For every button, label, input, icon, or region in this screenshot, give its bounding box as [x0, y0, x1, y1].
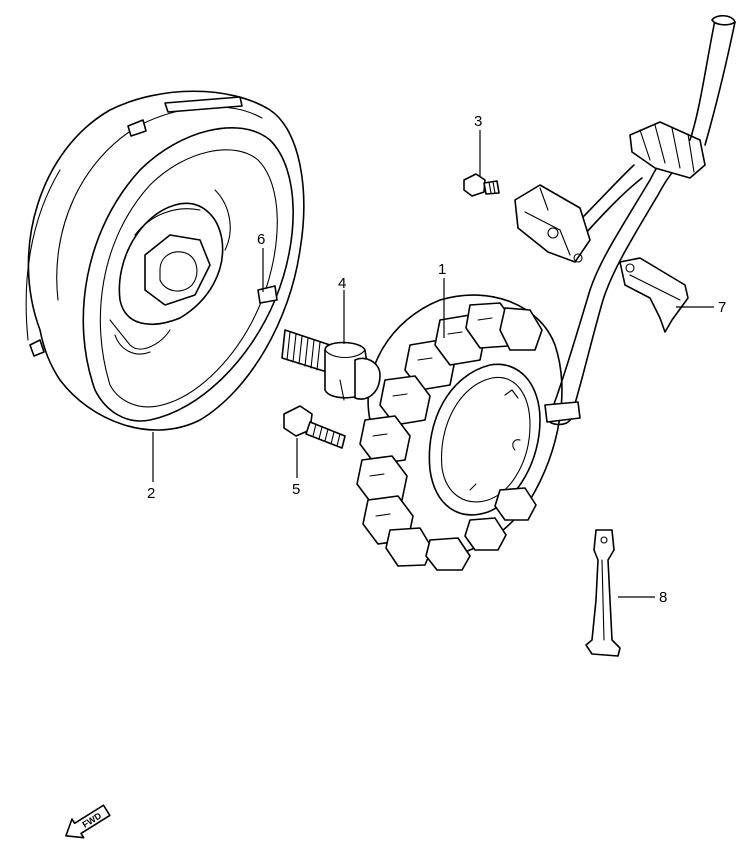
callout-3: 3 — [474, 113, 482, 130]
wire-clamp — [619, 257, 689, 333]
wire-harness — [514, 14, 736, 426]
screw — [463, 173, 500, 197]
stator-coil — [356, 294, 563, 571]
fwd-arrow-icon: FWD — [65, 804, 111, 839]
rotor-bolt — [281, 329, 381, 401]
callout-7: 7 — [718, 299, 726, 316]
rotor-flywheel — [25, 90, 305, 431]
callout-8: 8 — [659, 589, 667, 606]
leader-lines — [152, 130, 714, 598]
stator-bolt — [283, 405, 346, 449]
callout-4: 4 — [338, 275, 346, 292]
callout-1: 1 — [438, 261, 446, 278]
callout-6: 6 — [257, 231, 265, 248]
callout-5: 5 — [292, 481, 300, 498]
callout-labels: 1 2 3 4 5 6 7 8 — [147, 113, 726, 606]
wire-guide — [585, 529, 621, 657]
callout-2: 2 — [147, 485, 155, 502]
